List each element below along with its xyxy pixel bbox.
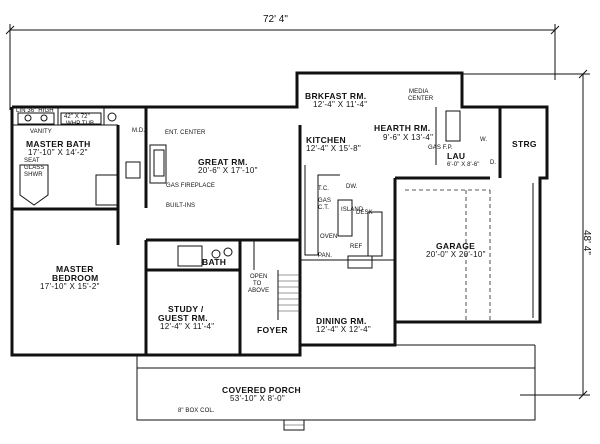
oven-label: OVEN [320,234,338,240]
kitchen-size: 12'-4" X 15'-8" [306,144,362,153]
hearth-room-size: 9'-6" X 13'-4" [383,133,434,142]
study-name: STUDY / [168,304,204,314]
md-label: M.D. [132,128,146,134]
kitchen-name: KITCHEN [306,135,346,145]
bath-fixtures [17,112,233,267]
shower-seat-label: SEAT [24,158,40,164]
garage-size: 20'-0" X 20'-10" [426,250,486,259]
whirlpool-tub-label-2: WHP TUB [66,121,95,127]
desk-label: DESK [356,210,373,216]
overall-width-label: 72' 4" [263,14,288,25]
porch-outline [136,344,536,431]
shower-glass-label: GLASS [24,165,45,171]
built-ins-label: BUILT-INS [166,203,196,209]
media-center-label-1: MEDIA [409,89,429,95]
breakfast-room-name: BRKFAST RM. [305,91,367,101]
island-label: ISLAND [341,207,364,213]
great-room-size: 20'-6" X 17'-10" [198,166,258,175]
garage-name: GARAGE [436,241,476,251]
depth-dimension-line [460,69,590,400]
trash-compactor-label: T.C. [318,186,330,192]
box-column-label: 8" BOX COL. [178,408,215,414]
dining-room-name: DINING RM. [316,316,367,326]
master-bedroom-name: MASTER [56,264,94,274]
gas-fireplace-label: GAS FIREPLACE [166,183,215,189]
master-bedroom-name-2: BEDROOM [52,273,99,283]
gas-cooktop-label-2: C.T. [318,205,330,211]
storage-room-name: STRG [512,139,537,149]
open-to-above-2: TO [253,281,262,287]
exterior-walls [10,71,549,357]
dishwasher-label: DW. [346,184,358,190]
laundry-name: LAU [447,151,466,161]
gas-cooktop-label-1: GAS [318,198,331,204]
gas-fp-label: GAS F.P. [428,145,453,151]
linen-label: LIN 36" HIGH [16,108,54,114]
shower-label: SHWR [24,172,43,178]
hearth-room-name: HEARTH RM. [374,123,431,133]
breakfast-room-size: 12'-4" X 11'-4" [313,100,368,109]
washer-label: W. [480,137,488,143]
master-bedroom-size: 17'-10" X 15'-2" [40,282,100,291]
overall-depth-label: 48' 4" [581,230,592,255]
covered-porch-size: 53'-10" X 8'-0" [230,394,286,403]
great-room-name: GREAT RM. [198,157,248,167]
laundry-size: 6'-0" X 8'-6" [447,162,480,168]
master-bath-size: 17'-10" X 14'-2" [28,148,88,157]
interior-walls [12,107,502,355]
whirlpool-tub-label-1: 42" X 72" [64,114,90,120]
kitchen-counters [304,165,383,269]
refrigerator-label: REF [350,244,363,250]
entertainment-center-label: ENT. CENTER [165,130,206,136]
foyer-name: FOYER [257,325,288,335]
pantry-label: PAN. [318,253,332,259]
vanity-label: VANITY [30,129,52,135]
master-bath-name: MASTER BATH [26,139,91,149]
study-size: 12'-4" X 11'-4" [160,322,215,331]
dining-room-size: 12'-4" X 12'-4" [316,325,372,334]
open-to-above-1: OPEN [250,274,268,280]
study-name-2: GUEST RM. [158,313,208,323]
fireplace-and-stairs [149,110,461,320]
media-center-label-2: CENTER [408,96,434,102]
width-dimension-line [5,24,560,110]
covered-porch-name: COVERED PORCH [222,385,301,395]
open-to-above-3: ABOVE [248,288,270,294]
bath-name: BATH [202,257,227,267]
dryer-label: D. [490,160,497,166]
garage-doors [405,183,534,320]
